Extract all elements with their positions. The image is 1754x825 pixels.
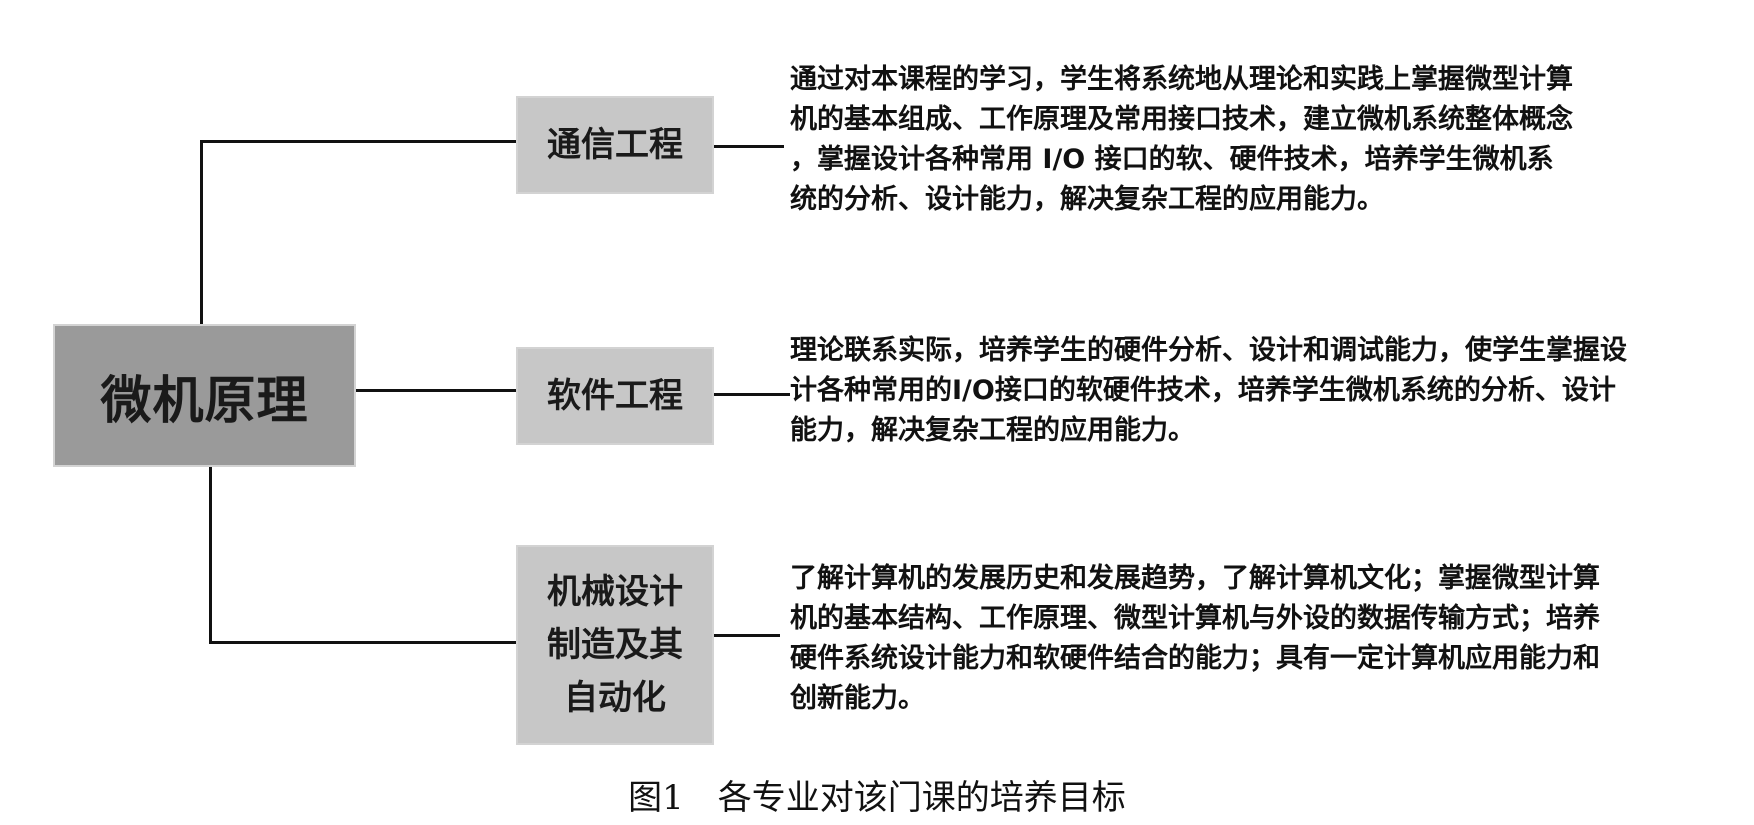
branch-description-software-engineering: 理论联系实际，培养学生的硬件分析、设计和调试能力，使学生掌握设 计各种常用的I/… — [790, 331, 1690, 451]
figure-caption: 图1 各专业对该门课的培养目标 — [628, 778, 1126, 818]
branch-description-mechanical-design: 了解计算机的发展历史和发展趋势，了解计算机文化；掌握微型计算 机的基本结构、工作… — [790, 559, 1690, 719]
branch-label: 通信工程 — [547, 124, 683, 165]
description-line: 计各种常用的I/O接口的软硬件技术，培养学生微机系统的分析、设计 — [790, 375, 1616, 406]
description-line: 机的基本结构、工作原理、微型计算机与外设的数据传输方式；培养 — [790, 603, 1600, 634]
description-line: 硬件系统设计能力和软硬件结合的能力；具有一定计算机应用能力和 — [790, 643, 1600, 674]
root-label: 微机原理 — [100, 371, 309, 431]
connector-to-branch-3 — [209, 641, 516, 644]
branch-label-line: 制造及其 — [547, 624, 683, 665]
description-line: ，掌握设计各种常用 I/O 接口的软、硬件技术，培养学生微机系 — [790, 144, 1554, 175]
branch-node-software-engineering: 软件工程 — [516, 347, 714, 445]
connector-branch-2-desc — [714, 393, 790, 396]
branch-node-communication-engineering: 通信工程 — [516, 96, 714, 194]
description-line: 了解计算机的发展历史和发展趋势，了解计算机文化；掌握微型计算 — [790, 563, 1600, 594]
description-line: 通过对本课程的学习，学生将系统地从理论和实践上掌握微型计算 — [790, 64, 1573, 95]
description-line: 创新能力。 — [790, 683, 925, 714]
description-line: 机的基本组成、工作原理及常用接口技术，建立微机系统整体概念 — [790, 104, 1573, 135]
branch-label: 软件工程 — [547, 375, 683, 416]
connector-branch-1-desc — [714, 145, 784, 148]
description-line: 统的分析、设计能力，解决复杂工程的应用能力。 — [790, 184, 1384, 215]
root-node: 微机原理 — [53, 324, 356, 467]
branch-label-line: 机械设计 — [547, 571, 683, 612]
description-line: 理论联系实际，培养学生的硬件分析、设计和调试能力，使学生掌握设 — [790, 335, 1627, 366]
connector-to-branch-2 — [356, 389, 516, 392]
connector-root-down — [209, 467, 212, 644]
description-line: 能力，解决复杂工程的应用能力。 — [790, 415, 1195, 446]
branch-description-communication-engineering: 通过对本课程的学习，学生将系统地从理论和实践上掌握微型计算 机的基本组成、工作原… — [790, 60, 1690, 220]
branch-label-line: 自动化 — [564, 677, 666, 718]
connector-root-up — [200, 140, 203, 325]
connector-branch-3-desc — [714, 634, 780, 637]
branch-node-mechanical-design: 机械设计 制造及其 自动化 — [516, 545, 714, 745]
connector-to-branch-1 — [200, 140, 516, 143]
